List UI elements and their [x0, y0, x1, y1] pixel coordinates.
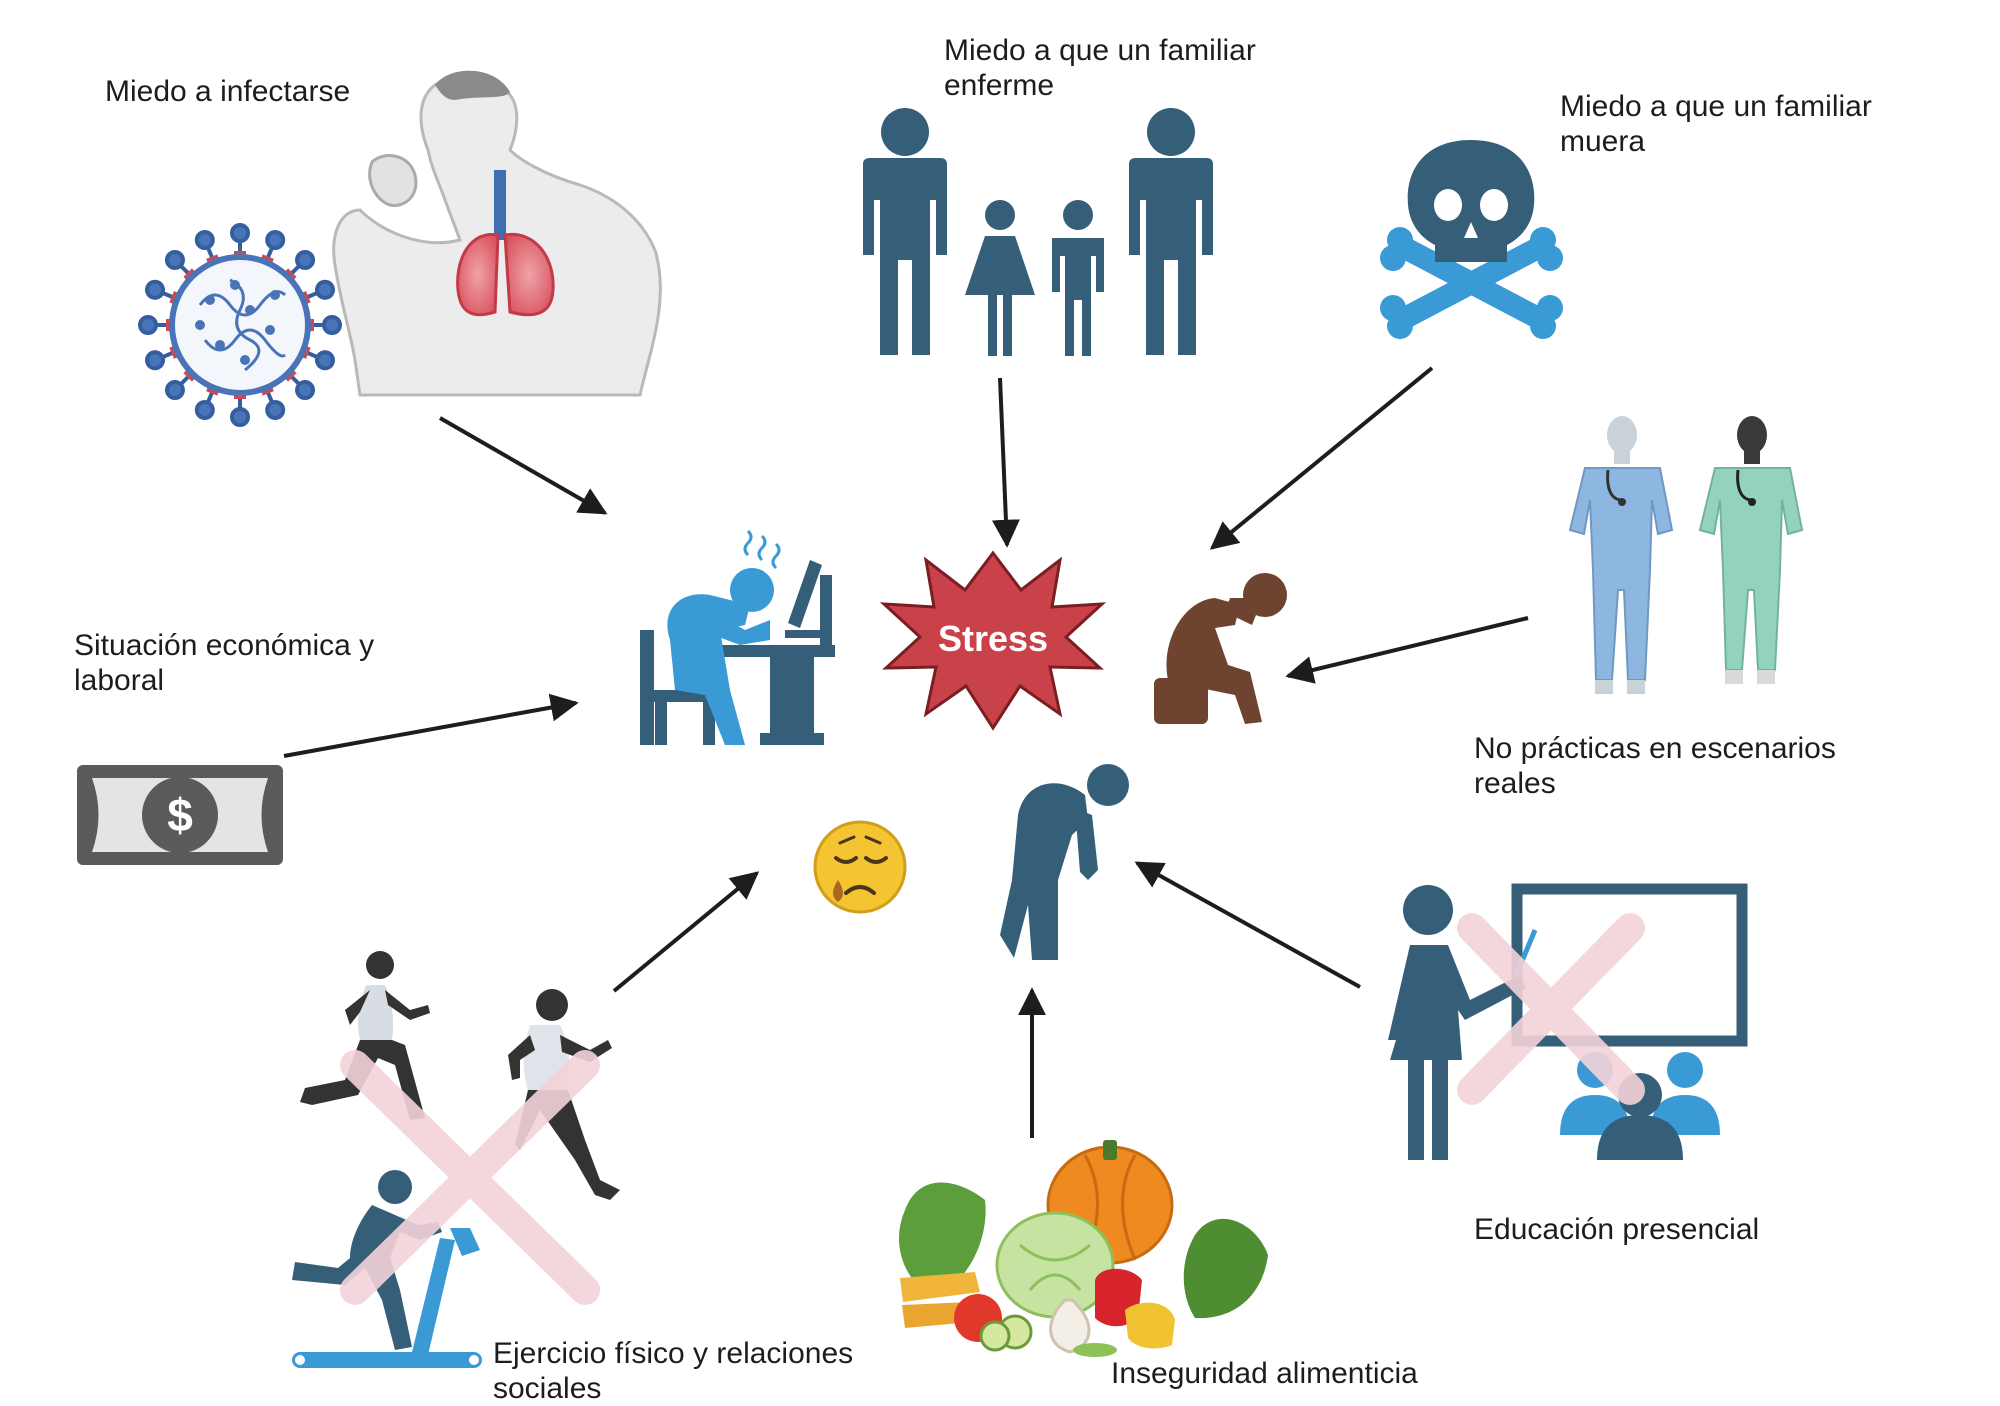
arrow-education [1134, 861, 1361, 989]
label-line: Ejercicio físico y relaciones [493, 1337, 854, 1370]
label-infection: Miedo a infectarse [105, 74, 350, 109]
family-boy [1052, 200, 1104, 356]
label-education: Educación presencial [1474, 1212, 1759, 1247]
family-father [863, 108, 947, 355]
nurse-green [1698, 416, 1804, 684]
family-icon [863, 108, 1213, 356]
treadmill-icon [292, 1170, 482, 1368]
family-girl [965, 200, 1035, 356]
stress-label: Stress [938, 618, 1048, 659]
nurses-icon [1568, 416, 1804, 694]
label-line: sociales [493, 1372, 602, 1405]
lungs [456, 170, 555, 317]
stress-burst-icon: Stress [879, 550, 1107, 731]
sad-sitting-person-icon [1154, 573, 1287, 724]
label-line: enferme [944, 69, 1055, 102]
virus-icon [138, 223, 342, 427]
arrow-family-sick [991, 377, 1020, 548]
arrow-infection [439, 416, 608, 515]
label-line: muera [1560, 125, 1646, 158]
arrow-exercise [612, 871, 760, 993]
family-mother [1129, 108, 1213, 355]
cross-exercise-b [340, 1050, 600, 1305]
label-food: Inseguridad alimenticia [1111, 1356, 1418, 1391]
svg-text:$: $ [167, 789, 193, 841]
label-line: Inseguridad alimenticia [1111, 1357, 1418, 1390]
nurse-blue [1568, 416, 1674, 694]
label-line: No prácticas en escenarios [1474, 732, 1836, 765]
label-line: Situación económica y [74, 629, 375, 662]
label-line: Miedo a que un familiar [1560, 90, 1872, 123]
money-bill-icon: $ [77, 765, 283, 865]
sad-emoji-icon [813, 820, 907, 914]
label-family-death: Miedo a que un familiar muera [1560, 89, 1872, 159]
label-exercise: Ejercicio físico y relaciones sociales [493, 1336, 853, 1406]
label-line: reales [1474, 767, 1556, 800]
label-line: Educación presencial [1474, 1213, 1760, 1246]
label-line: laboral [74, 664, 165, 697]
cross-mark-icon [340, 913, 1645, 1305]
stressed-worker-icon [640, 529, 835, 745]
arrow-practice [1285, 616, 1529, 684]
label-practice: No prácticas en escenarios reales [1474, 731, 1836, 801]
arrow-family-death [1209, 366, 1434, 550]
label-family-sick: Miedo a que un familiar enferme [944, 33, 1256, 103]
cross-education-b [1457, 913, 1645, 1105]
label-economic: Situación económica y laboral [74, 628, 374, 698]
arrow-economic [283, 693, 579, 758]
arrows [283, 366, 1529, 1138]
coughing-man-icon [332, 70, 662, 397]
label-line: Miedo a que un familiar [944, 34, 1256, 67]
skull-crossbones-icon [1380, 140, 1563, 339]
vegetables-icon [899, 1140, 1268, 1357]
label-line: Miedo a infectarse [105, 75, 351, 108]
exhausted-person-icon [1000, 764, 1129, 960]
